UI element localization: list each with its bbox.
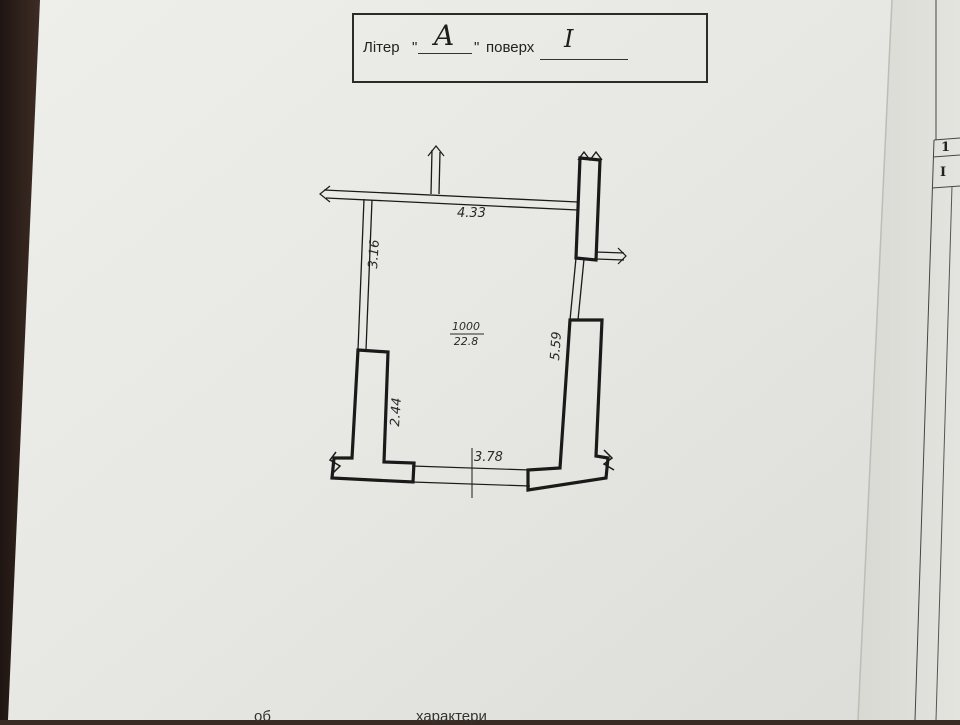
quote-close: ": [474, 39, 480, 56]
floor-underline: [540, 59, 628, 60]
floor-label: поверх: [486, 39, 535, 56]
floor-value: I: [564, 25, 574, 53]
room-area: 22.8: [453, 335, 479, 348]
right-sheet-row-number: 1: [941, 140, 951, 155]
dimension-bottom-opening: 3.78: [474, 450, 503, 465]
title-block: Літер " A " поверх I: [352, 13, 708, 83]
liter-underline: [418, 53, 472, 54]
room-number: 1000: [452, 320, 480, 333]
floor-plan: [319, 145, 627, 498]
paper-surface: [8, 0, 892, 720]
dimension-left-lower: 2.44: [388, 397, 405, 428]
quote-open: ": [412, 39, 418, 56]
liter-label: Літер: [363, 39, 400, 56]
dimension-right-wall: 5.59: [548, 331, 565, 362]
dimension-top-wall: 4.33: [457, 206, 486, 221]
bottom-text-right: характери: [416, 708, 487, 725]
dimension-left-upper: 3.16: [366, 239, 383, 270]
right-sheet-floor: I: [940, 165, 947, 180]
liter-value: A: [434, 19, 455, 52]
bottom-text-left: об: [254, 708, 271, 725]
